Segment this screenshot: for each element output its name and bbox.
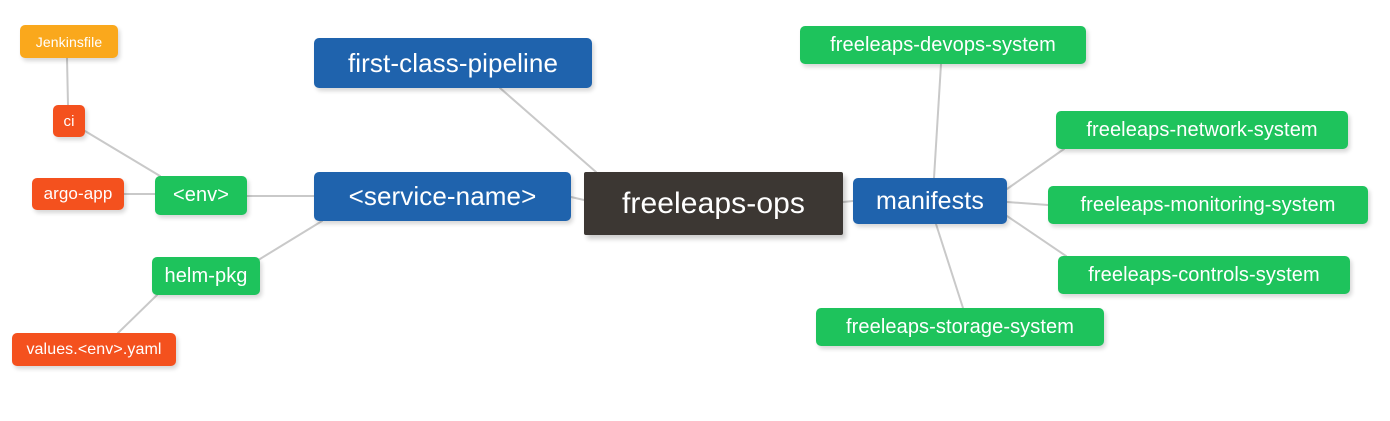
node-devops[interactable]: freeleaps-devops-system <box>800 26 1086 64</box>
node-manifests[interactable]: manifests <box>853 178 1007 224</box>
node-root[interactable]: freeleaps-ops <box>584 172 843 235</box>
node-service[interactable]: <service-name> <box>314 172 571 221</box>
node-network[interactable]: freeleaps-network-system <box>1056 111 1348 149</box>
edge-root-to-pipeline <box>499 87 597 173</box>
edge-manifests-to-monitoring <box>1006 201 1049 206</box>
edge-root-to-service <box>570 196 585 201</box>
edge-ci-to-jenkins <box>66 57 69 106</box>
node-storage[interactable]: freeleaps-storage-system <box>816 308 1104 346</box>
edge-manifests-to-storage <box>935 223 964 309</box>
edge-root-to-manifests <box>842 200 854 203</box>
node-env[interactable]: <env> <box>155 176 247 215</box>
node-pipeline[interactable]: first-class-pipeline <box>314 38 592 88</box>
node-jenkins[interactable]: Jenkinsfile <box>20 25 118 58</box>
node-argo[interactable]: argo-app <box>32 178 124 210</box>
edge-helm-to-values <box>117 294 158 334</box>
node-ci[interactable]: ci <box>53 105 85 137</box>
node-controls[interactable]: freeleaps-controls-system <box>1058 256 1350 294</box>
node-values[interactable]: values.<env>.yaml <box>12 333 176 366</box>
edge-manifests-to-network <box>1006 148 1065 190</box>
edge-service-to-helm <box>254 220 323 263</box>
edge-manifests-to-devops <box>933 63 942 179</box>
edge-env-to-ci <box>84 130 161 177</box>
node-monitoring[interactable]: freeleaps-monitoring-system <box>1048 186 1368 224</box>
node-helm[interactable]: helm-pkg <box>152 257 260 295</box>
